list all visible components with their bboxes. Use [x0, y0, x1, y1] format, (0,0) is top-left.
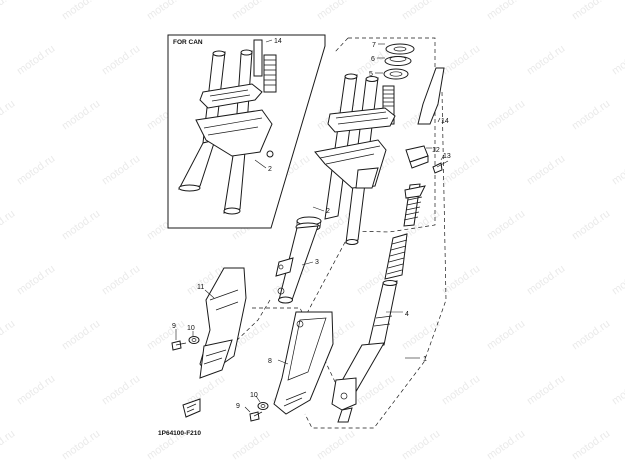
- watermark-text: motod.ru: [570, 208, 612, 243]
- watermark-text: motod.ru: [100, 373, 142, 408]
- callout-6: 6: [371, 56, 375, 63]
- inner-fork-4: [367, 183, 426, 349]
- callout-11: 11: [197, 284, 204, 291]
- callout-8: 8: [268, 358, 272, 365]
- watermark-text: motod.ru: [0, 318, 17, 353]
- watermark-text: motod.ru: [570, 428, 612, 463]
- cover-14: [417, 67, 445, 125]
- upper-dashed-outline: [297, 37, 436, 331]
- watermark-text: motod.ru: [485, 208, 527, 243]
- watermark-text: motod.ru: [610, 43, 625, 78]
- watermark-text: motod.ru: [440, 373, 482, 408]
- watermark-text: motod.ru: [570, 318, 612, 353]
- watermark-text: motod.ru: [0, 428, 17, 463]
- watermark-text: motod.ru: [15, 43, 57, 78]
- callout-4: 4: [405, 311, 409, 318]
- watermark-text: motod.ru: [315, 0, 357, 22]
- callout-10-upper: 10: [187, 325, 195, 332]
- watermark-text: motod.ru: [400, 428, 442, 463]
- watermark-text: motod.ru: [0, 208, 17, 243]
- watermark-text: motod.ru: [485, 98, 527, 133]
- inset-lower-bracket: [195, 109, 273, 157]
- watermark-text: motod.ru: [610, 153, 625, 188]
- callout-9-lower: 9: [236, 403, 240, 410]
- washer-10-upper: [188, 336, 200, 344]
- watermark-text: motod.ru: [400, 0, 442, 22]
- drawing-code: 1P64100-F210: [158, 430, 201, 437]
- watermark-text: motod.ru: [525, 43, 567, 78]
- bolt-13: [432, 160, 449, 174]
- watermark-text: motod.ru: [15, 153, 57, 188]
- lower-tube-1: [331, 342, 385, 423]
- fork-guard-8: [273, 311, 334, 415]
- watermark-text: motod.ru: [60, 318, 102, 353]
- fork-guard-11: [199, 267, 247, 379]
- watermark-text: motod.ru: [525, 373, 567, 408]
- callout-2: 2: [326, 208, 330, 215]
- watermark-text: motod.ru: [440, 263, 482, 298]
- watermark-text: motod.ru: [485, 428, 527, 463]
- watermark-text: motod.ru: [100, 153, 142, 188]
- watermark-text: motod.ru: [230, 428, 272, 463]
- watermark-text: motod.ru: [570, 0, 612, 22]
- callout-14: 14: [441, 118, 449, 125]
- lower-dashed-outline: [304, 91, 447, 429]
- watermark-text: motod.ru: [100, 263, 142, 298]
- upper-bracket: [327, 107, 396, 133]
- callout-12: 12: [432, 147, 440, 154]
- washer-7: [385, 43, 415, 55]
- bolt-9-lower: [249, 411, 263, 422]
- callout-1: 1: [423, 356, 427, 363]
- callout-13: 13: [443, 153, 451, 160]
- watermark-text: motod.ru: [400, 318, 442, 353]
- watermark-text: motod.ru: [0, 98, 17, 133]
- inset-title: FOR CAN: [173, 39, 203, 46]
- inset-steering-stem: [263, 54, 277, 93]
- watermark-text: motod.ru: [15, 373, 57, 408]
- bolt-9-upper: [171, 340, 187, 351]
- inset-for-can: FOR CAN 14 2: [167, 34, 326, 229]
- watermark-text: motod.ru: [525, 263, 567, 298]
- clamp-12: [405, 145, 429, 169]
- watermark-text: motod.ru: [145, 0, 187, 22]
- watermark-text: motod.ru: [60, 98, 102, 133]
- outer-tube-3: [275, 225, 319, 304]
- watermark-text: motod.ru: [0, 0, 17, 22]
- callout-9-upper: 9: [172, 323, 176, 330]
- seal-6: [384, 56, 412, 66]
- watermark-text: motod.ru: [610, 263, 625, 298]
- watermark-text: motod.ru: [230, 0, 272, 22]
- watermark-text: motod.ru: [485, 318, 527, 353]
- watermark-text: motod.ru: [15, 263, 57, 298]
- watermark-text: motod.ru: [610, 373, 625, 408]
- watermark-text: motod.ru: [60, 0, 102, 22]
- callout-5: 5: [369, 71, 373, 78]
- watermark-text: motod.ru: [440, 43, 482, 78]
- watermark-text: motod.ru: [60, 428, 102, 463]
- watermark-text: motod.ru: [570, 98, 612, 133]
- watermark-text: motod.ru: [315, 428, 357, 463]
- callout-3: 3: [315, 259, 319, 266]
- callout-10-lower: 10: [250, 392, 258, 399]
- callout-7: 7: [372, 42, 376, 49]
- inset-cover-14: [253, 39, 263, 77]
- watermark-text: motod.ru: [485, 0, 527, 22]
- callout-14-inset: 14: [274, 38, 282, 45]
- callout-2-inset: 2: [268, 166, 272, 173]
- watermark-text: motod.ru: [525, 153, 567, 188]
- watermark-text: motod.ru: [60, 208, 102, 243]
- washer-10-lower: [257, 402, 269, 410]
- direction-tag-icon: [182, 398, 201, 418]
- bearing-5: [383, 68, 409, 80]
- watermark-text: motod.ru: [100, 43, 142, 78]
